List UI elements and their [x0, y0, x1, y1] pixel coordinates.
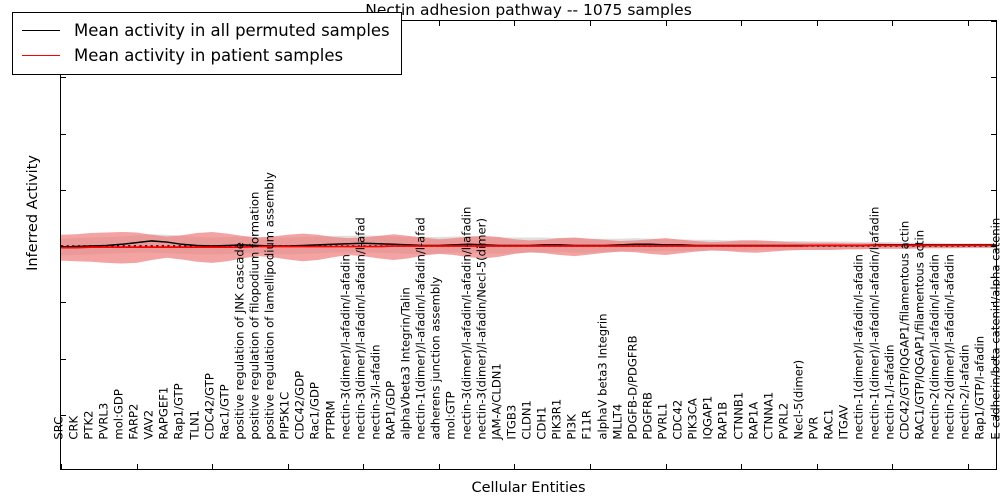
y-tick-mark: [61, 414, 66, 416]
y-tick-mark: [61, 302, 66, 304]
legend-item-patient: Mean activity in patient samples: [22, 43, 390, 68]
y-tick-mark: [991, 21, 996, 23]
y-tick-mark: [991, 414, 996, 416]
x-tick-mark: [287, 464, 289, 469]
y-tick-mark: [991, 358, 996, 360]
x-tick-mark: [967, 21, 969, 26]
legend-item-permuted: Mean activity in all permuted samples: [22, 18, 390, 43]
x-tick-mark: [816, 21, 818, 26]
x-tick-mark: [61, 464, 63, 469]
y-tick-mark: [61, 246, 66, 248]
y-tick-mark: [61, 358, 66, 360]
patient-mean-line: [61, 244, 996, 249]
x-tick-mark: [438, 464, 440, 469]
y-tick-mark: [61, 133, 66, 135]
plot-area: [61, 231, 996, 264]
y-tick-mark: [991, 302, 996, 304]
x-tick-mark: [589, 21, 592, 26]
x-tick-mark: [514, 21, 516, 26]
x-tick-mark: [741, 464, 743, 469]
y-tick-mark: [991, 77, 996, 79]
y-axis-label: Inferred Activity: [25, 155, 41, 271]
y-tick-mark: [991, 189, 996, 191]
plot-axes: [60, 20, 997, 470]
x-tick-mark: [438, 21, 440, 26]
x-tick-mark: [136, 464, 138, 469]
patient-confidence-band: [61, 231, 996, 264]
x-axis-label: Cellular Entities: [471, 480, 586, 496]
x-tick-mark: [514, 464, 516, 469]
x-tick-mark: [665, 464, 667, 469]
y-tick-mark: [991, 246, 996, 248]
x-tick-mark: [212, 464, 214, 469]
legend-label-permuted: Mean activity in all permuted samples: [74, 21, 390, 40]
legend-swatch-permuted: [22, 30, 60, 31]
x-tick-mark: [816, 464, 818, 469]
x-tick-mark: [363, 464, 365, 469]
x-tick-mark: [665, 21, 667, 26]
legend-swatch-patient: [22, 55, 60, 56]
y-tick-mark: [61, 189, 66, 191]
x-tick-mark: [967, 464, 969, 469]
chart-title: Nectin adhesion pathway -- 1075 samples: [365, 1, 692, 19]
x-tick-mark: [892, 21, 894, 26]
x-tick-mark: [589, 464, 592, 469]
y-tick-mark: [991, 133, 996, 135]
y-tick-mark: [61, 77, 66, 79]
x-tick-mark: [892, 464, 894, 469]
legend-label-patient: Mean activity in patient samples: [74, 46, 344, 65]
x-tick-mark: [741, 21, 743, 26]
chart-legend: Mean activity in all permuted samples Me…: [12, 12, 402, 75]
